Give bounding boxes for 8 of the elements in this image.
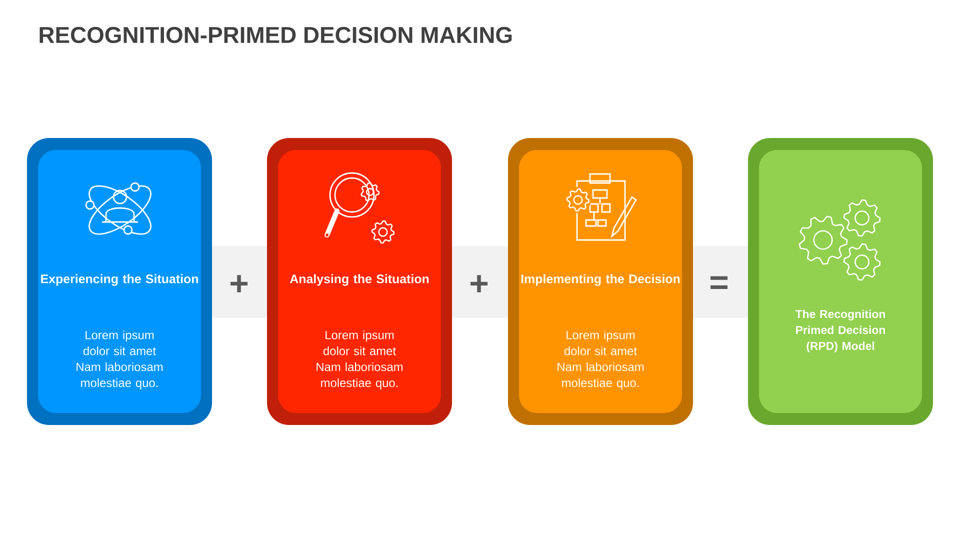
process-card: Analysing the Situation Lorem ipsum dolor sit amet Nam laboriosam molestiae quo. <box>267 138 452 425</box>
process-card: Experiencing the Situation Lorem ipsum dolor sit amet Nam laboriosam molestiae quo. <box>27 138 212 425</box>
process-card: Implementing the Decision Lorem ipsum dolor sit amet Nam laboriosam molestiae quo. <box>508 138 693 425</box>
operator-sign: + <box>470 275 488 292</box>
operator-sign: = <box>710 276 728 289</box>
process-card: The Recognition Primed Decision (RPD) Model <box>748 138 933 425</box>
operator-sign: + <box>230 275 248 292</box>
title: RECOGNITION-PRIMED DECISION MAKING <box>40 26 512 44</box>
